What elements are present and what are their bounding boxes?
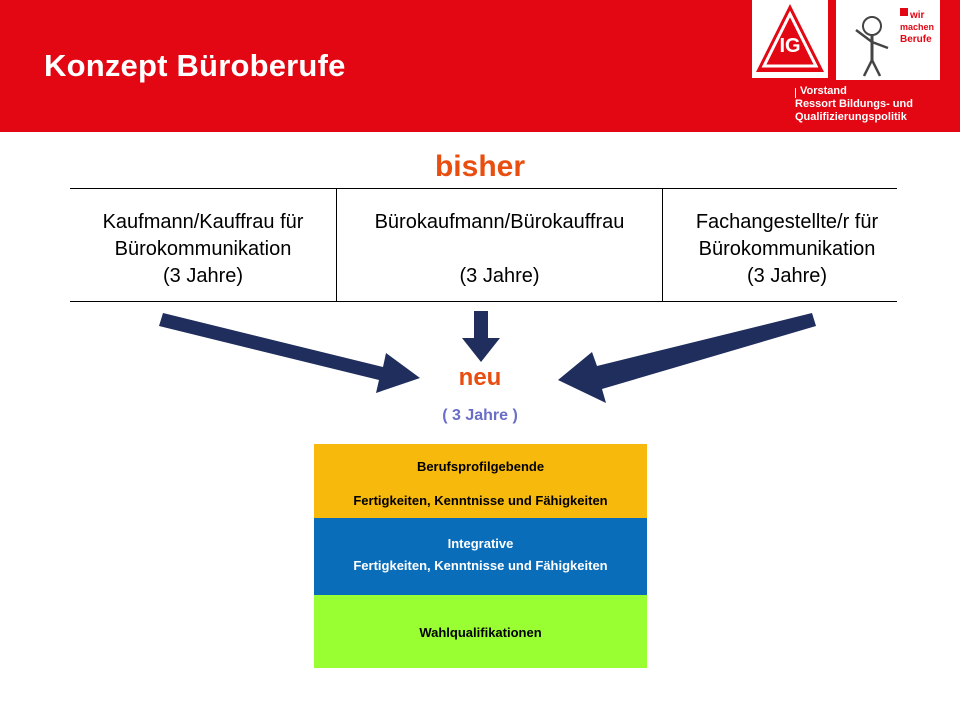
wir-machen-berufe-logo: wir machen Berufe: [836, 0, 940, 80]
block-wahlqualifikationen: Wahlqualifikationen: [314, 595, 647, 668]
column-2-line-1: Bürokaufmann/Bürokauffrau: [374, 211, 625, 233]
neu-duration: ( 3 Jahre ): [442, 407, 518, 424]
org-info: Vorstand Ressort Bildungs- und Qualifizi…: [795, 85, 913, 124]
neu-heading: neu: [458, 364, 502, 391]
org-line-3: Qualifizierungspolitik: [795, 111, 907, 123]
table-bottom-rule: [70, 301, 897, 302]
left-arrow: [159, 313, 420, 393]
header-banner: Konzept Büroberufe IG wir machen Berufe …: [0, 0, 960, 132]
org-divider: [795, 88, 796, 98]
bisher-heading: bisher: [434, 150, 526, 183]
block-2-line-1: Integrative: [447, 536, 514, 551]
column-divider-1: [336, 188, 337, 301]
block-2-line-2: Fertigkeiten, Kenntnisse und Fähigkeiten: [353, 558, 608, 573]
block-integrative: Integrative Fertigkeiten, Kenntnisse und…: [314, 518, 647, 595]
svg-text:IG: IG: [779, 35, 800, 57]
org-line-1: Vorstand: [800, 85, 847, 97]
column-3-line-3: (3 Jahre): [746, 265, 828, 287]
org-line-2: Ressort Bildungs- und: [795, 98, 913, 110]
svg-text:machen: machen: [900, 22, 934, 32]
column-2-line-3: (3 Jahre): [459, 265, 540, 287]
column-1-line-2: Bürokommunikation: [114, 238, 292, 260]
bisher-column-1: Kaufmann/Kauffrau für Bürokommunikation …: [70, 209, 336, 290]
svg-text:Berufe: Berufe: [900, 34, 932, 45]
middle-arrow: [462, 311, 500, 362]
ig-metall-logo: IG: [752, 0, 828, 78]
column-3-line-2: Bürokommunikation: [698, 238, 876, 260]
page-title: Konzept Büroberufe: [44, 48, 346, 83]
column-1-line-3: (3 Jahre): [162, 265, 244, 287]
bisher-column-3: Fachangestellte/r für Bürokommunikation …: [663, 209, 911, 290]
block-1-line-1: Berufsprofilgebende: [416, 459, 545, 474]
table-top-rule: [70, 188, 897, 189]
column-3-line-1: Fachangestellte/r für: [695, 211, 879, 233]
bisher-column-2: Bürokaufmann/Bürokauffrau (3 Jahre): [337, 209, 662, 290]
column-divider-2: [662, 188, 663, 301]
block-3-line-1: Wahlqualifikationen: [419, 625, 542, 640]
block-1-line-2: Fertigkeiten, Kenntnisse und Fähigkeiten: [353, 493, 608, 508]
block-berufsprofilgebende: Berufsprofilgebende Fertigkeiten, Kenntn…: [314, 444, 647, 518]
column-1-line-1: Kaufmann/Kauffrau für: [102, 211, 304, 233]
right-arrow: [558, 313, 816, 403]
svg-text:wir: wir: [909, 10, 925, 21]
